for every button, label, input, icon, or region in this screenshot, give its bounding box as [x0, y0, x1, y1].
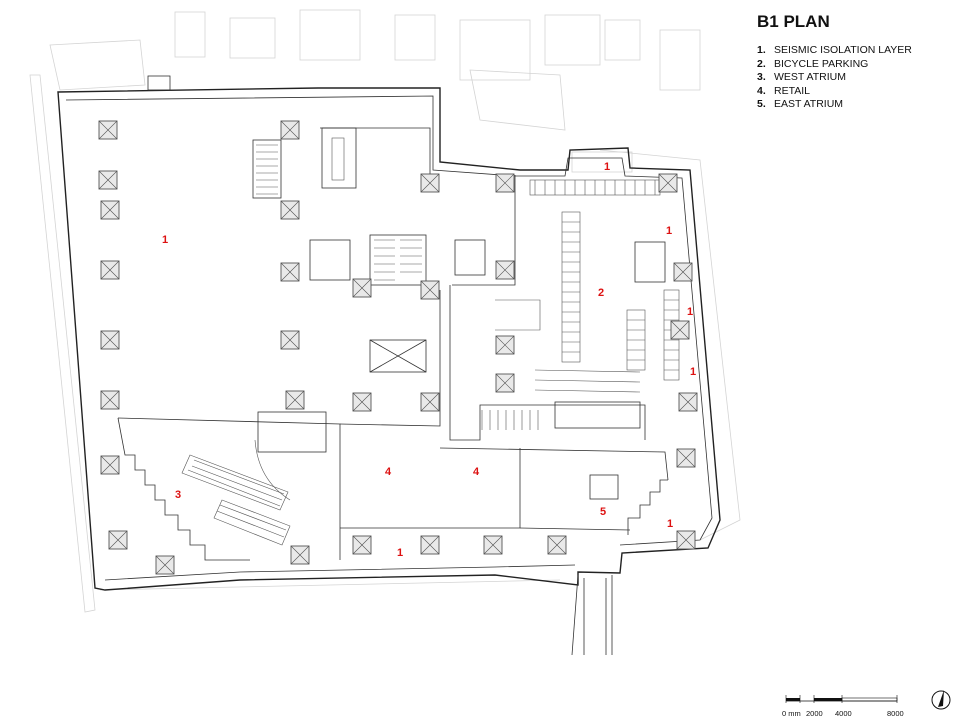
isolator-column-cross: [420, 535, 440, 555]
isolator-column-cross: [676, 448, 696, 468]
zone-label: 4: [473, 466, 480, 478]
legend-number: 5.: [757, 98, 766, 110]
legend-label: RETAIL: [774, 84, 810, 97]
zone-label: 1: [687, 306, 693, 318]
zone-label: 4: [385, 466, 392, 478]
isolator-column-cross: [420, 280, 440, 300]
legend-label: EAST ATRIUM: [774, 98, 844, 110]
context-buildings: [29, 9, 741, 613]
isolator-column-cross: [100, 260, 120, 280]
scale-tick-label: 8000: [887, 709, 904, 718]
isolator-column-cross: [420, 173, 440, 193]
scale-bar: 0 mm 2000 4000 8000: [782, 695, 904, 718]
isolator-column-cross: [352, 278, 372, 298]
legend-item: 2. BICYCLE PARKING: [757, 58, 912, 72]
isolator-column-cross: [495, 173, 515, 193]
zone-label: 2: [598, 287, 604, 299]
isolator-column-cross: [352, 535, 372, 555]
zone-label: 1: [690, 366, 696, 378]
zone-label: 3: [175, 489, 181, 501]
interior-walls: [117, 127, 669, 561]
isolator-column-cross: [280, 120, 300, 140]
zone-labels: 1 1 1 1 1 1 1 2 3 4 4 5: [162, 161, 696, 559]
isolator-column-cross: [280, 330, 300, 350]
isolator-column-cross: [290, 545, 310, 565]
isolator-column-cross: [100, 455, 120, 475]
legend: 1. SEISMIC ISOLATION LAYER 2. BICYCLE PARK…: [757, 44, 912, 112]
legend-item: 4. RETAIL: [757, 85, 912, 99]
scale-tick-label: 2000: [806, 709, 823, 718]
zone-label: 1: [162, 234, 168, 246]
scale-tick-label: 4000: [835, 709, 852, 718]
isolator-column-cross: [280, 200, 300, 220]
legend-number: 1.: [757, 44, 766, 56]
isolator-column-cross: [100, 200, 120, 220]
isolator-columns: [98, 120, 698, 575]
isolator-column-cross: [98, 120, 118, 140]
isolator-column-cross: [673, 262, 693, 282]
isolator-column-cross: [352, 392, 372, 412]
isolator-column-cross: [495, 373, 515, 393]
bicycle-racks: [495, 179, 680, 393]
isolator-column-cross: [678, 392, 698, 412]
isolator-column-cross: [100, 330, 120, 350]
legend-label: WEST ATRIUM: [774, 71, 846, 83]
zone-label: 1: [397, 547, 403, 559]
isolator-column-cross: [108, 530, 128, 550]
isolator-column-cross: [280, 262, 300, 282]
plan-title: B1 PLAN: [757, 12, 830, 31]
isolator-column-cross: [483, 535, 503, 555]
stairs: [256, 137, 539, 430]
north-arrow-icon: [931, 690, 951, 710]
zone-label: 1: [604, 161, 610, 173]
zone-label: 1: [666, 225, 672, 237]
zone-label: 1: [667, 518, 673, 530]
isolator-column-cross: [495, 260, 515, 280]
zone-label: 5: [600, 506, 606, 518]
scale-tick-label: 0 mm: [782, 709, 801, 718]
legend-item: 1. SEISMIC ISOLATION LAYER: [757, 44, 912, 58]
legend-label: BICYCLE PARKING: [774, 57, 869, 70]
isolator-column-cross: [285, 390, 305, 410]
isolator-column-cross: [155, 555, 175, 575]
legend-number: 2.: [757, 57, 766, 70]
legend-item: 3. WEST ATRIUM: [757, 71, 912, 85]
legend-number: 3.: [757, 71, 766, 83]
legend-label: SEISMIC ISOLATION LAYER: [774, 44, 912, 56]
isolator-column-cross: [420, 392, 440, 412]
isolator-column-cross: [670, 320, 690, 340]
building-outline: [57, 75, 721, 656]
isolator-column-cross: [547, 535, 567, 555]
legend-number: 4.: [757, 84, 766, 97]
isolator-column-cross: [98, 170, 118, 190]
isolator-column-cross: [100, 390, 120, 410]
isolator-column-cross: [658, 173, 678, 193]
isolator-column-cross: [495, 335, 515, 355]
legend-item: 5. EAST ATRIUM: [757, 98, 912, 112]
escalators: [181, 439, 291, 546]
isolator-column-cross: [676, 530, 696, 550]
